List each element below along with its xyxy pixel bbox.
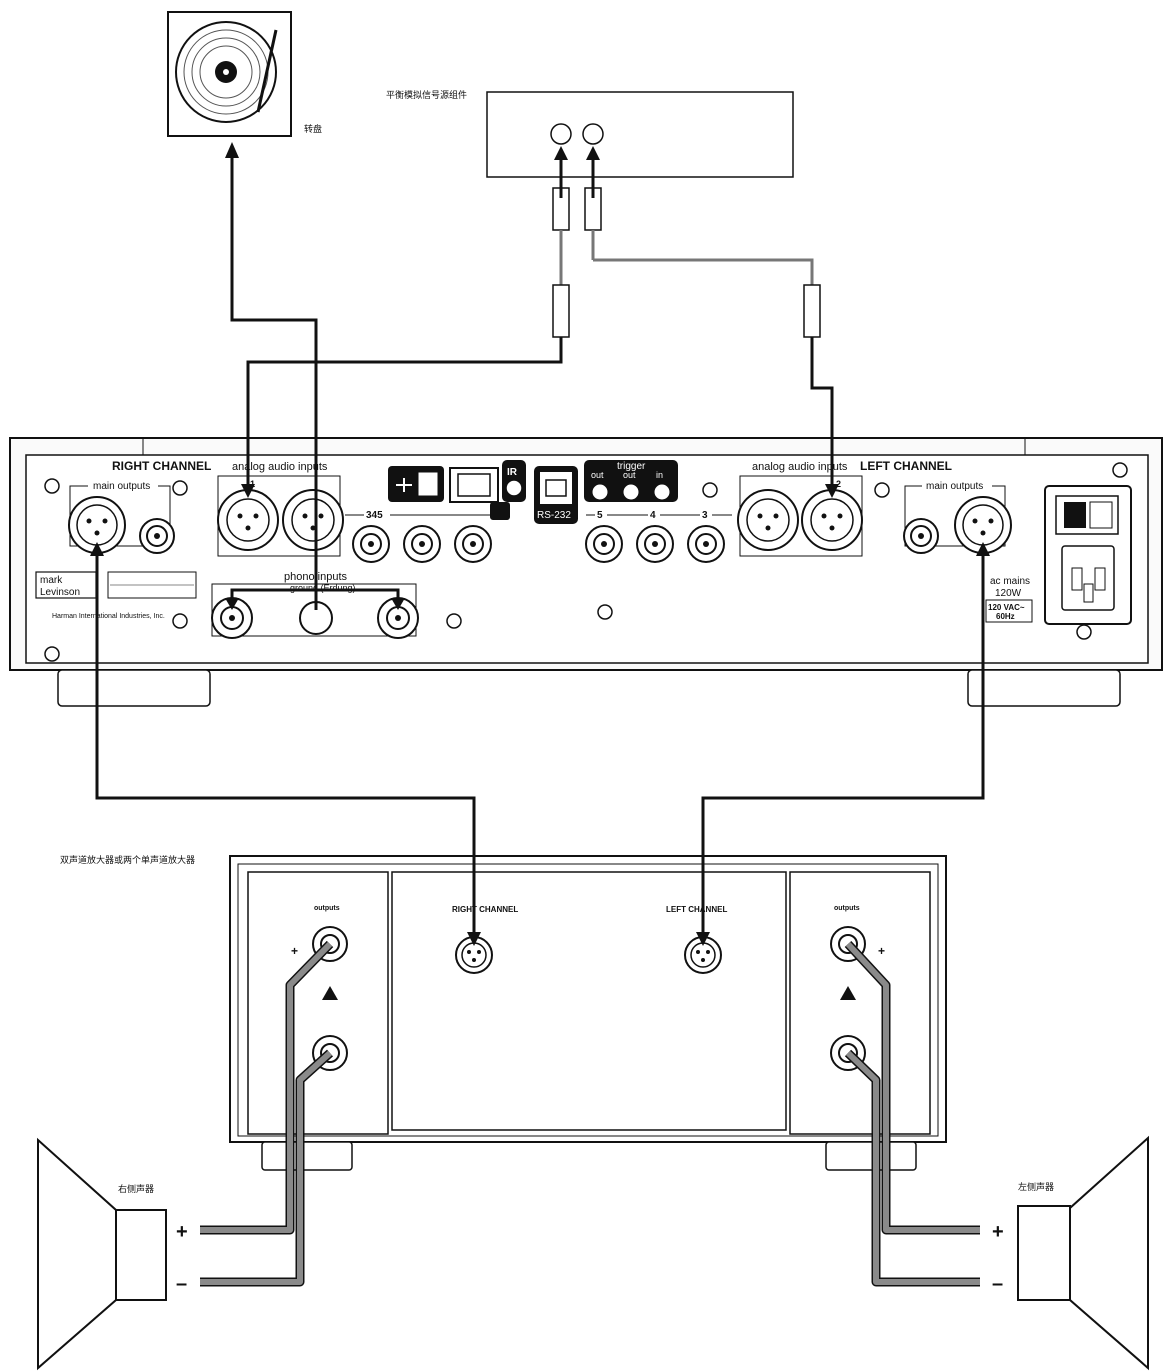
rca-input-5-left[interactable]	[585, 525, 623, 563]
preamp-left-channel-label: LEFT CHANNEL	[860, 459, 952, 473]
main-output-rca-left[interactable]	[903, 518, 939, 554]
input-4-label: 4	[650, 510, 656, 521]
preamp-right-channel-label: RIGHT CHANNEL	[112, 459, 211, 473]
amp-xlr-input-left[interactable]	[684, 936, 722, 974]
rs232-label: RS-232	[537, 510, 571, 521]
analog-xlr-input-2-right[interactable]	[282, 489, 344, 551]
freq-label: 60Hz	[996, 612, 1015, 621]
rca-input-3-left[interactable]	[687, 525, 725, 563]
ir-input[interactable]	[502, 460, 526, 502]
amp-xlr-input-right[interactable]	[455, 936, 493, 974]
amp-outputs-right-label: outputs	[314, 905, 340, 912]
rca-input-4-right[interactable]	[403, 525, 441, 563]
left-speaker	[1017, 1135, 1149, 1371]
signal-cables	[95, 150, 985, 934]
amplifier-rear-panel	[229, 855, 947, 1171]
input-3-label: 3	[702, 510, 708, 521]
balanced-source-label: 平衡模拟信号源组件	[386, 89, 467, 101]
rs232-port[interactable]	[534, 466, 578, 524]
ethernet-port[interactable]	[449, 467, 510, 520]
trigger-block	[584, 460, 678, 502]
source-xlr-out-right	[550, 123, 572, 145]
brand-top: mark	[40, 575, 63, 586]
analog-inputs-right-label: analog audio inputs	[232, 461, 328, 473]
amp-left-channel-label: LEFT CHANNEL	[666, 905, 727, 914]
main-outputs-left-label: main outputs	[926, 481, 983, 492]
voltage-label: 120 VAC~	[988, 603, 1025, 612]
rca-input-4-left[interactable]	[636, 525, 674, 563]
trigger-in-label: in	[656, 470, 663, 480]
source-xlr-out-left	[582, 123, 604, 145]
ac-mains-label: ac mains	[990, 576, 1030, 587]
main-outputs-right-label: main outputs	[93, 481, 150, 492]
brand-plate: mark Levinson	[35, 571, 197, 599]
power-inlet[interactable]	[1044, 485, 1132, 625]
trigger-out-label: out	[591, 470, 604, 480]
turntable-label: 转盘	[304, 123, 322, 135]
trigger-out2-label: out	[623, 470, 636, 480]
phono-input-right-rca[interactable]	[377, 597, 419, 639]
analog-inputs-left-label: analog audio inputs	[752, 461, 848, 473]
left-speaker-minus: –	[992, 1273, 1003, 1295]
turntable	[167, 11, 292, 137]
brand-bottom: Levinson	[40, 587, 80, 598]
rca-input-5-right[interactable]	[352, 525, 390, 563]
ground-label: ground (Erdung)	[290, 583, 356, 593]
analog-xlr-input-2-left[interactable]	[801, 489, 863, 551]
right-speaker-plus: +	[176, 1221, 188, 1243]
amp-right-channel-label: RIGHT CHANNEL	[452, 905, 518, 914]
right-speaker	[37, 1137, 167, 1371]
input-345-label: 345	[366, 510, 383, 521]
input-5-label: 5	[597, 510, 603, 521]
trigger-label: trigger	[617, 461, 646, 472]
main-output-xlr-right[interactable]	[68, 496, 126, 554]
balanced-cables	[552, 146, 821, 338]
right-speaker-label: 右侧声器	[118, 1183, 154, 1195]
speaker-cables	[200, 940, 980, 1287]
maker-label: Harman International Industries, Inc.	[52, 613, 165, 620]
main-output-rca-right[interactable]	[139, 518, 175, 554]
usb-port[interactable]	[388, 466, 444, 502]
amplifier-label: 双声道放大器或两个单声道放大器	[60, 854, 195, 866]
analog-xlr-input-1-left[interactable]	[737, 489, 799, 551]
arrowheads	[90, 142, 990, 946]
right-speaker-minus: –	[176, 1273, 187, 1295]
ir-label: IR	[507, 467, 518, 478]
ac-watts-label: 120W	[995, 588, 1022, 599]
amp-plus-left: +	[878, 944, 885, 958]
main-output-xlr-left[interactable]	[954, 496, 1012, 554]
rca-input-3-right[interactable]	[454, 525, 492, 563]
phono-input-left-rca[interactable]	[211, 597, 253, 639]
amp-plus-right: +	[291, 944, 298, 958]
analog-xlr-input-1-right[interactable]	[217, 489, 279, 551]
balanced-source	[486, 91, 794, 178]
left-speaker-plus: +	[992, 1221, 1004, 1243]
left-speaker-label: 左侧声器	[1018, 1181, 1054, 1193]
amp-outputs-left-label: outputs	[834, 905, 860, 912]
